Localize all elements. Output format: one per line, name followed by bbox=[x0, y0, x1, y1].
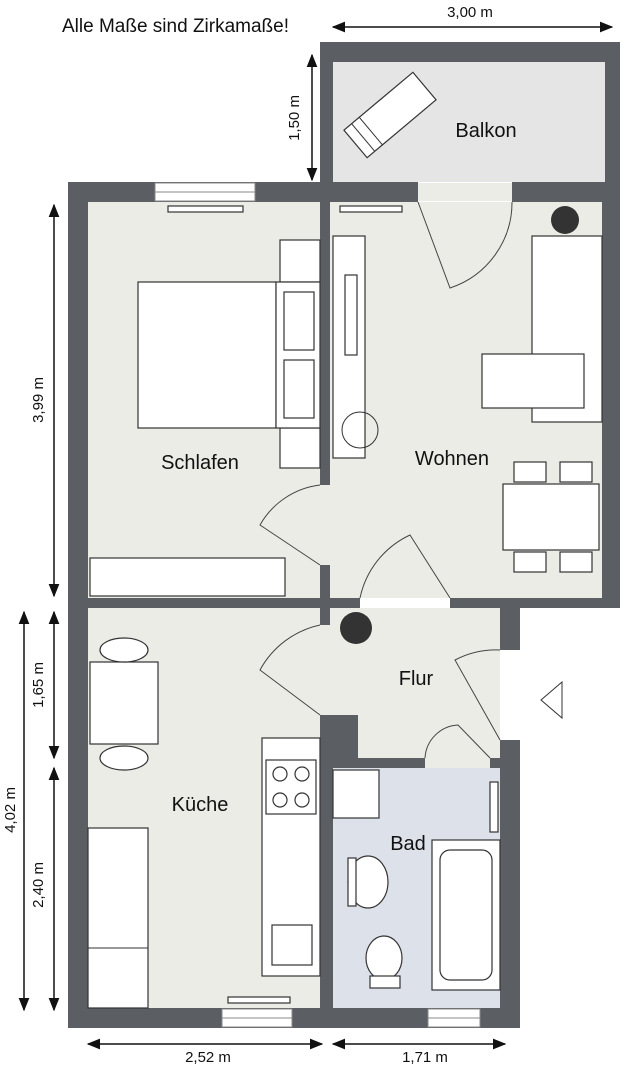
dimension-lines bbox=[18, 21, 614, 1050]
dim-schlafen-depth: 3,99 m bbox=[30, 377, 47, 423]
room-label-bad: Bad bbox=[390, 833, 426, 855]
room-label-balkon: Balkon bbox=[455, 120, 516, 142]
washer-icon bbox=[332, 769, 380, 819]
shelf-icon bbox=[87, 827, 149, 1009]
dresser-icon bbox=[89, 557, 286, 597]
room-label-kueche: Küche bbox=[172, 794, 229, 816]
room-label-wohnen: Wohnen bbox=[415, 448, 489, 470]
plant-icon bbox=[341, 411, 379, 449]
room-label-schlafen: Schlafen bbox=[161, 452, 239, 474]
windows bbox=[154, 182, 512, 1028]
dim-bad-width: 1,71 m bbox=[402, 1049, 448, 1066]
dim-flur-depth: 1,65 m bbox=[30, 662, 47, 708]
plant-icon bbox=[340, 612, 372, 644]
dim-kueche-depth: 2,40 m bbox=[30, 862, 47, 908]
approximate-note: Alle Maße sind Zirkamaße! bbox=[62, 16, 289, 37]
dining-table-icon bbox=[502, 483, 600, 551]
dim-balkon-width: 3,00 m bbox=[447, 4, 493, 21]
plant-icon bbox=[551, 206, 579, 234]
dim-balkon-depth: 1,50 m bbox=[286, 95, 303, 141]
radiator-icon bbox=[489, 781, 499, 833]
deck-chair-icon bbox=[343, 71, 437, 159]
furniture bbox=[87, 71, 603, 1009]
bed-icon bbox=[137, 281, 277, 429]
doors bbox=[259, 201, 513, 759]
kitchen-table-icon bbox=[89, 661, 159, 745]
room-label-flur: Flur bbox=[399, 668, 434, 690]
dim-total-lower: 4,02 m bbox=[2, 787, 19, 833]
entrance-triangle-icon bbox=[540, 680, 563, 720]
dim-kueche-width: 2,52 m bbox=[185, 1049, 231, 1066]
kitchen-sink-icon bbox=[271, 924, 313, 966]
toilet-icon bbox=[365, 935, 403, 981]
stove-icon bbox=[265, 759, 317, 815]
